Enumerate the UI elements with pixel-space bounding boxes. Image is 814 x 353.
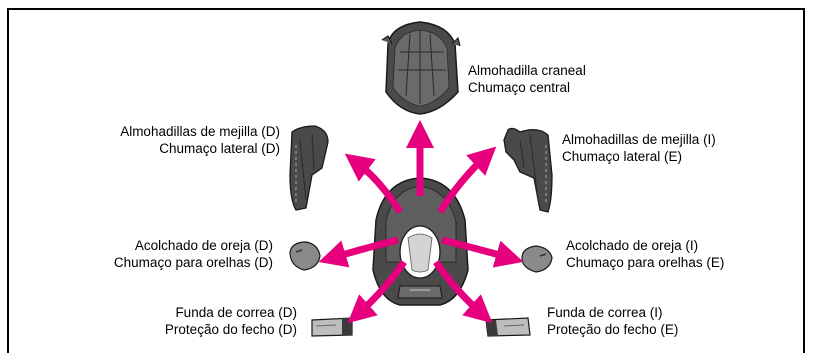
label-strap-right-es: Funda de correa (D) xyxy=(165,304,297,321)
label-strap-cover-left: Funda de correa (I) Proteção do fecho (E… xyxy=(547,304,678,338)
label-cheek-right-pt: Chumaço lateral (D) xyxy=(120,140,280,157)
label-cheek-left-es: Almohadillas de mejilla (I) xyxy=(562,131,716,148)
label-crown-es: Almohadilla craneal xyxy=(468,62,586,79)
label-ear-right-pt: Chumaço para orelhas (D) xyxy=(114,254,273,271)
label-ear-pad-right: Acolchado de oreja (D) Chumaço para orel… xyxy=(114,237,273,271)
label-ear-left-pt: Chumaço para orelhas (E) xyxy=(566,254,724,271)
label-crown-pt: Chumaço central xyxy=(468,79,586,96)
ear-pad-left xyxy=(522,246,552,272)
strap-cover-right xyxy=(312,318,352,336)
label-strap-left-pt: Proteção do fecho (E) xyxy=(547,321,678,338)
label-strap-left-es: Funda de correa (I) xyxy=(547,304,678,321)
cheek-pad-right xyxy=(290,126,328,210)
cheek-pad-left xyxy=(504,128,552,212)
crown-pad xyxy=(382,22,460,114)
strap-cover-left xyxy=(486,318,530,336)
label-strap-cover-right: Funda de correa (D) Proteção do fecho (D… xyxy=(165,304,297,338)
label-ear-right-es: Acolchado de oreja (D) xyxy=(114,237,273,254)
label-cheek-pad-right: Almohadillas de mejilla (D) Chumaço late… xyxy=(120,123,280,157)
arrow-cheek-left xyxy=(440,156,486,212)
label-cheek-right-es: Almohadillas de mejilla (D) xyxy=(120,123,280,140)
label-ear-left-es: Acolchado de oreja (I) xyxy=(566,237,724,254)
label-cheek-pad-left: Almohadillas de mejilla (I) Chumaço late… xyxy=(562,131,716,165)
label-ear-pad-left: Acolchado de oreja (I) Chumaço para orel… xyxy=(566,237,724,271)
ear-pad-right xyxy=(290,242,320,270)
label-cheek-left-pt: Chumaço lateral (E) xyxy=(562,148,716,165)
label-strap-right-pt: Proteção do fecho (D) xyxy=(165,321,297,338)
label-crown-pad: Almohadilla craneal Chumaço central xyxy=(468,62,586,96)
